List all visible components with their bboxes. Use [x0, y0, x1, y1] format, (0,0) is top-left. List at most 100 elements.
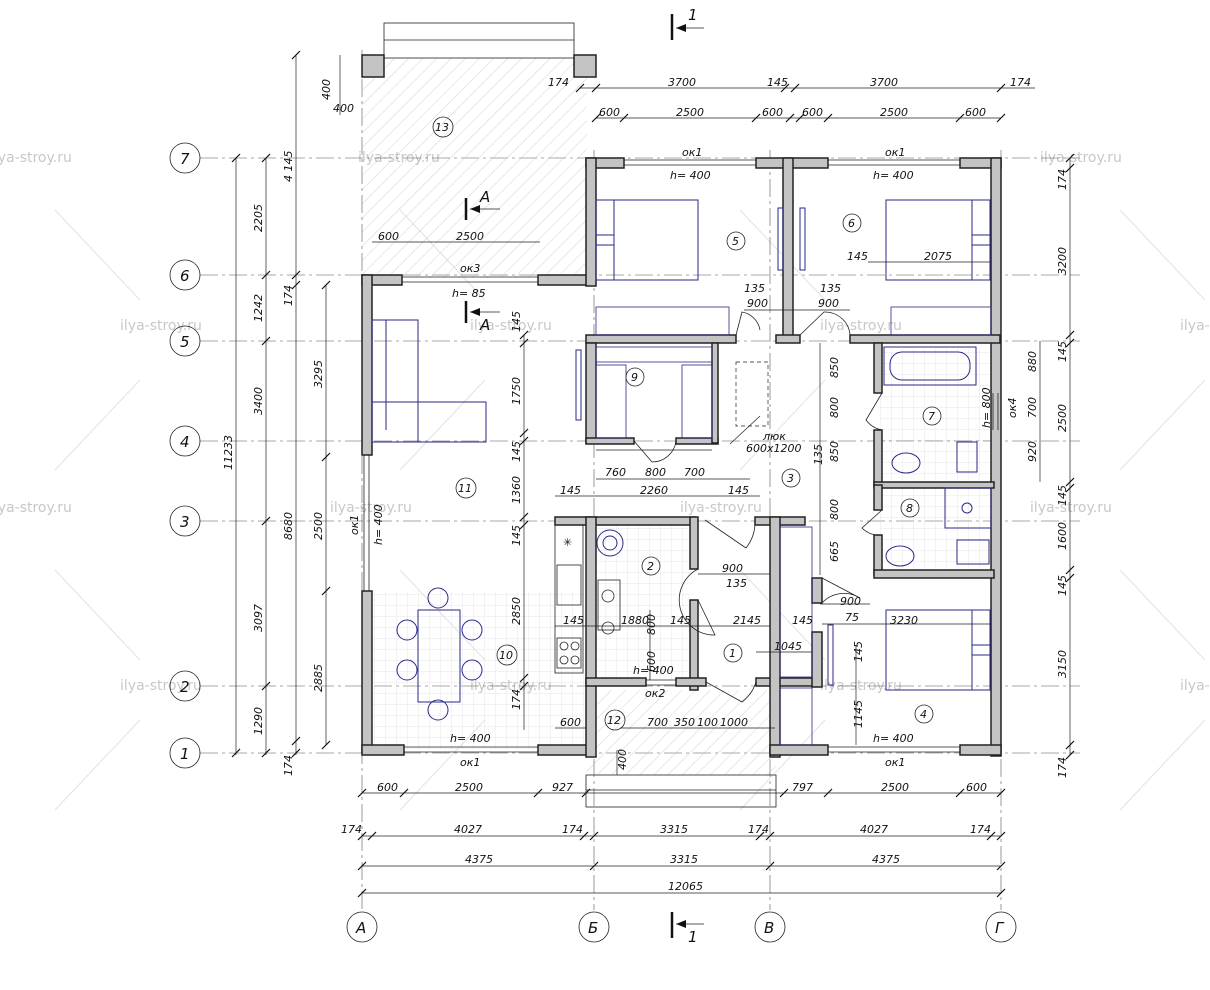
- kitchen-counter: [554, 524, 584, 674]
- watermark: ilya-stroy.ru: [680, 500, 762, 516]
- wardrobe: [681, 364, 713, 439]
- svg-text:ок4: ок4: [1006, 398, 1019, 418]
- svg-text:145: 145: [852, 641, 865, 662]
- watermark: ilya-stroy.ru: [1040, 150, 1122, 166]
- porch-floor: [586, 690, 776, 775]
- svg-text:9: 9: [631, 371, 638, 384]
- svg-text:В: В: [764, 919, 774, 937]
- svg-text:4 145: 4 145: [282, 151, 295, 183]
- axis-1: 1: [169, 737, 201, 769]
- sofa-icon: [371, 319, 419, 443]
- svg-text:600: 600: [966, 781, 987, 794]
- room-3: 3: [781, 468, 801, 488]
- svg-text:135: 135: [820, 282, 841, 295]
- svg-text:ок1: ок1: [682, 146, 702, 159]
- room-6: 6: [842, 213, 862, 233]
- svg-text:1600: 1600: [1056, 522, 1069, 550]
- porch-steps: [585, 774, 777, 808]
- svg-text:600: 600: [560, 716, 581, 729]
- room-5: 5: [726, 231, 746, 251]
- svg-text:h= 400: h= 400: [450, 732, 491, 745]
- svg-text:2885: 2885: [312, 664, 325, 692]
- svg-text:145: 145: [510, 311, 523, 332]
- column: [573, 54, 597, 78]
- svg-text:2500: 2500: [1056, 404, 1069, 432]
- wardrobe: [595, 306, 730, 336]
- svg-text:3700: 3700: [870, 76, 898, 89]
- axis-2: 2: [169, 670, 201, 702]
- room-labels: 1 2 3 4 5 6 7 8 9 10 11 12 13: [432, 116, 942, 731]
- svg-text:600x1200: 600x1200: [746, 442, 802, 455]
- svg-text:6: 6: [848, 217, 855, 230]
- svg-text:10: 10: [499, 649, 513, 662]
- svg-text:800: 800: [645, 466, 666, 479]
- svg-text:174: 174: [282, 755, 295, 776]
- svg-text:900: 900: [747, 297, 768, 310]
- svg-text:800: 800: [645, 614, 658, 635]
- svg-text:4375: 4375: [872, 853, 900, 866]
- bathtub-icon: [883, 346, 977, 386]
- svg-text:135: 135: [744, 282, 765, 295]
- svg-text:400: 400: [616, 749, 629, 770]
- svg-text:1: 1: [180, 745, 190, 763]
- dimension-ticks: [231, 50, 1075, 898]
- svg-text:h= 85: h= 85: [452, 287, 486, 300]
- svg-text:145: 145: [1056, 575, 1069, 596]
- svg-text:h= 400: h= 400: [873, 732, 914, 745]
- room-9: 9: [625, 367, 645, 387]
- watermark: ilya-stroy.ru: [470, 318, 552, 334]
- axis-3: 3: [169, 505, 201, 537]
- svg-text:ок1: ок1: [348, 515, 361, 535]
- svg-text:h= 400: h= 400: [873, 169, 914, 182]
- svg-text:3315: 3315: [660, 823, 688, 836]
- svg-text:3700: 3700: [668, 76, 696, 89]
- svg-text:1000: 1000: [720, 716, 748, 729]
- svg-text:4: 4: [180, 433, 190, 451]
- wardrobe: [890, 306, 992, 336]
- svg-text:880: 880: [1026, 351, 1039, 372]
- toilet-icon: [597, 579, 621, 631]
- axis-a: А: [346, 911, 378, 943]
- svg-text:145: 145: [847, 250, 868, 263]
- svg-text:6: 6: [180, 267, 190, 285]
- svg-text:400: 400: [333, 102, 354, 115]
- axis-6: 6: [169, 259, 201, 291]
- svg-text:1145: 1145: [852, 700, 865, 728]
- svg-text:12065: 12065: [668, 880, 703, 893]
- room-8: 8: [900, 498, 920, 518]
- wardrobe: [779, 526, 813, 678]
- svg-text:145: 145: [767, 76, 788, 89]
- svg-text:174: 174: [970, 823, 991, 836]
- svg-text:А: А: [479, 316, 490, 334]
- watermark: ilya-stroy.ru: [120, 678, 202, 694]
- svg-text:174: 174: [341, 823, 362, 836]
- svg-text:75: 75: [845, 611, 859, 624]
- watermark: ilya-stroy.ru: [120, 318, 202, 334]
- dims-top: 174 3700 145 3700 174 600 2500 600 600 2…: [320, 76, 1031, 310]
- svg-text:145: 145: [728, 484, 749, 497]
- svg-text:174: 174: [562, 823, 583, 836]
- svg-text:2500: 2500: [881, 781, 909, 794]
- svg-text:2260: 2260: [640, 484, 668, 497]
- svg-text:А: А: [355, 919, 366, 937]
- svg-text:145: 145: [510, 441, 523, 462]
- svg-text:2500: 2500: [880, 106, 908, 119]
- svg-text:900: 900: [818, 297, 839, 310]
- svg-text:145: 145: [1056, 485, 1069, 506]
- shower-icon: [944, 487, 992, 529]
- svg-text:2850: 2850: [510, 597, 523, 625]
- svg-text:8680: 8680: [282, 512, 295, 540]
- svg-text:1880: 1880: [621, 614, 649, 627]
- svg-text:1750: 1750: [510, 377, 523, 405]
- axis-bubbles: 7 6 5 4 3 2 1 А Б В Г: [169, 142, 1017, 943]
- svg-text:600: 600: [965, 106, 986, 119]
- svg-text:4027: 4027: [454, 823, 482, 836]
- svg-text:2500: 2500: [456, 230, 484, 243]
- svg-text:920: 920: [1026, 441, 1039, 462]
- svg-text:4375: 4375: [465, 853, 493, 866]
- doors: [633, 311, 883, 703]
- svg-text:h= 400: h= 400: [633, 664, 674, 677]
- room-12: 12: [604, 709, 626, 731]
- svg-text:3295: 3295: [312, 360, 325, 388]
- terrace-steps: [383, 22, 575, 59]
